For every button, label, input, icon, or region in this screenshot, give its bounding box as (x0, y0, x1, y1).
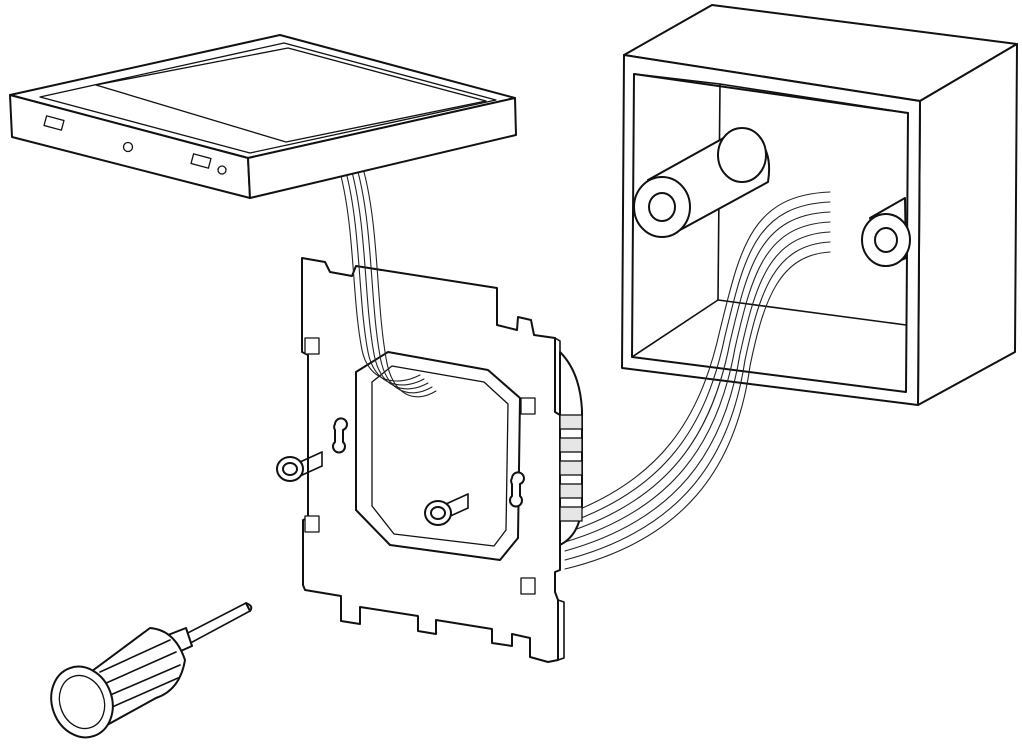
power-module (559, 351, 583, 546)
frame-edge-bottom (557, 599, 565, 661)
usb-port-icon (190, 153, 212, 169)
box-inner-back-edge (719, 83, 909, 114)
display-screen (95, 47, 487, 143)
box-screw-post-left (633, 127, 771, 238)
indicator-hole-icon (122, 141, 134, 153)
frame-clip-2 (304, 515, 320, 533)
display-side-edge (247, 97, 517, 199)
box-screw-post-right (861, 197, 911, 267)
keyhole-slot-right (509, 471, 525, 508)
wire-bundle-box (564, 191, 831, 570)
indicator-hole-icon (217, 165, 227, 175)
terminal-1 (559, 414, 583, 430)
keyhole-slot-left (332, 417, 348, 454)
screwdriver-grip-rib (107, 664, 181, 697)
terminal-5 (559, 506, 583, 522)
box-inner-floor-edge (717, 299, 907, 326)
frame-clip-3 (520, 397, 536, 415)
screwdriver-handle-cap (58, 674, 106, 730)
wall-junction-box (621, 4, 1018, 406)
frame-center-recess (371, 365, 509, 547)
usb-port-icon (43, 115, 65, 131)
mounting-frame (301, 257, 565, 663)
mounting-screw-center (424, 493, 469, 526)
box-side-face (917, 43, 1018, 406)
terminal-4 (559, 483, 583, 499)
screwdriver-tip (245, 602, 253, 612)
mounting-screw-left (276, 451, 323, 482)
screwdriver (50, 602, 253, 739)
thermostat-display-unit (9, 34, 517, 199)
wire-bundle-display (339, 171, 437, 398)
frame-clip-4 (520, 577, 536, 595)
screwdriver-shaft-lower (182, 610, 251, 648)
terminal-2 (559, 437, 583, 453)
screwdriver-grip-rib (103, 651, 177, 685)
terminal-3 (559, 460, 583, 476)
screwdriver-grip-rib (99, 639, 171, 673)
screwdriver-grip-rib (109, 677, 179, 709)
frame-clip-1 (304, 337, 320, 355)
screwdriver-shaft-upper (177, 602, 247, 639)
